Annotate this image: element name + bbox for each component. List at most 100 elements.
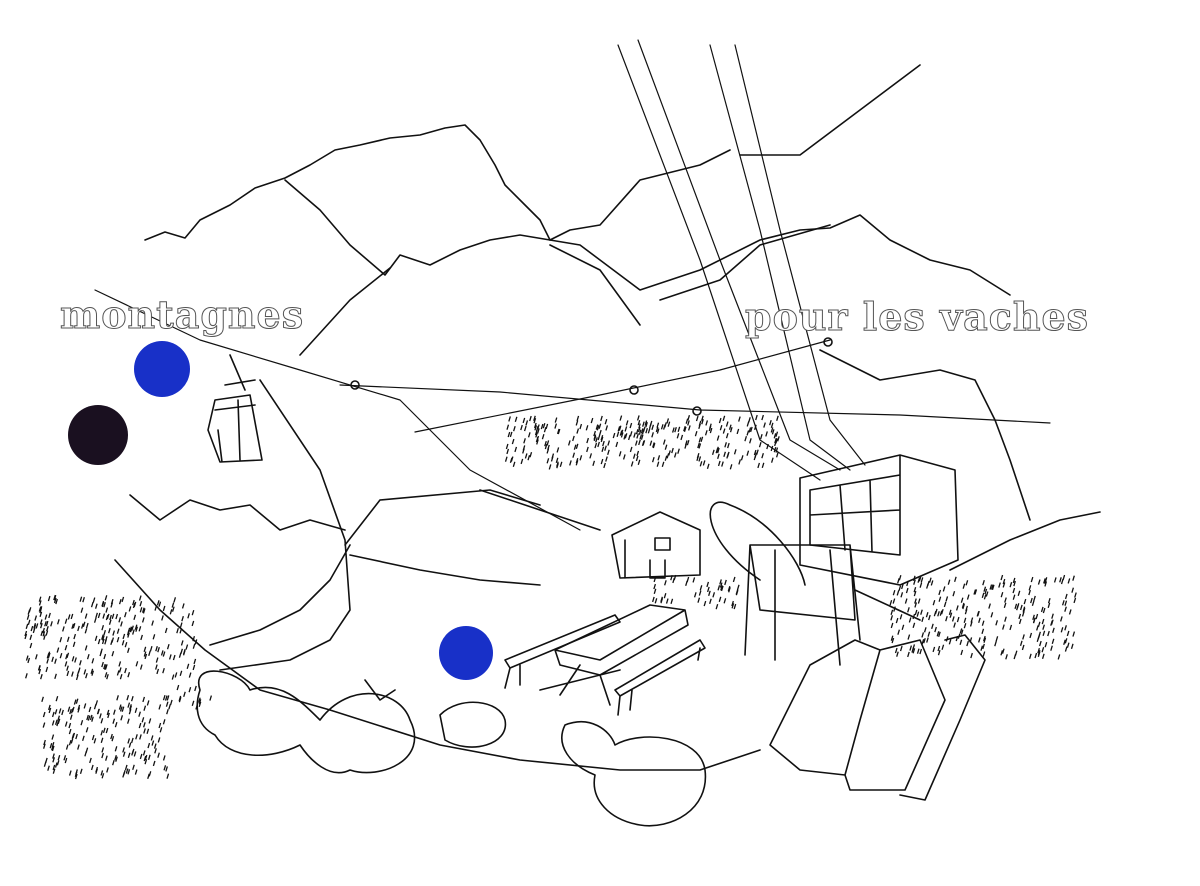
- grass-stroke: [141, 607, 145, 613]
- grass-stroke: [171, 606, 175, 612]
- grass-stroke: [191, 700, 195, 707]
- grass-stroke: [914, 598, 917, 604]
- grass-stroke: [618, 451, 622, 457]
- grass-stroke: [906, 580, 909, 587]
- grass-stroke: [176, 627, 179, 634]
- grass-stroke: [147, 773, 150, 779]
- grass-stroke: [118, 599, 122, 605]
- grass-stroke: [567, 440, 571, 446]
- grass-stroke: [670, 598, 674, 605]
- grass-stroke: [1037, 651, 1041, 657]
- grass-stroke: [529, 451, 533, 458]
- grass-stroke: [158, 601, 162, 607]
- grass-stroke: [180, 648, 183, 654]
- grass-stroke: [723, 598, 727, 604]
- grass-stroke: [696, 455, 700, 462]
- grass-stroke: [969, 637, 973, 643]
- grass-stroke: [101, 635, 105, 641]
- grass-stroke: [654, 598, 658, 604]
- valley-line: [349, 489, 601, 586]
- grass-stroke: [121, 706, 125, 712]
- grass-stroke: [535, 432, 538, 438]
- grass-stroke: [536, 439, 539, 445]
- station-supports: [744, 544, 921, 666]
- grass-stroke: [642, 426, 646, 432]
- grass-stroke: [68, 722, 72, 729]
- grass-stroke: [178, 695, 182, 702]
- grass-stroke: [746, 450, 750, 456]
- grass-stroke: [109, 614, 112, 621]
- grass-stroke: [961, 602, 965, 609]
- grass-stroke: [652, 442, 656, 449]
- grass-stroke: [54, 658, 57, 664]
- grass-stroke: [72, 623, 76, 629]
- grass-stroke: [1051, 613, 1054, 619]
- grass-stroke: [107, 712, 110, 719]
- grass-stroke: [173, 597, 177, 603]
- grass-stroke: [940, 609, 944, 615]
- grass-stroke: [719, 424, 723, 431]
- grass-stroke: [766, 443, 769, 450]
- grass-stroke: [761, 452, 764, 459]
- grass-stroke: [890, 615, 894, 621]
- grass-stroke: [94, 603, 98, 609]
- grass-stroke: [65, 654, 68, 660]
- grass-stroke: [34, 615, 38, 621]
- grass-stroke: [152, 634, 156, 640]
- grass-stroke: [660, 424, 664, 430]
- grass-stroke: [593, 430, 596, 437]
- grass-stroke: [1019, 640, 1023, 647]
- grass-stroke: [980, 645, 984, 651]
- grass-stroke: [725, 421, 729, 427]
- grass-stroke: [52, 757, 56, 763]
- grass-stroke: [660, 598, 664, 604]
- grass-stroke: [656, 461, 660, 467]
- grass-stroke: [901, 624, 905, 631]
- grass-stroke: [1041, 618, 1045, 625]
- grass-stroke: [52, 768, 56, 774]
- grass-stroke: [694, 431, 698, 437]
- grass-stroke: [930, 580, 934, 586]
- grass-stroke: [38, 600, 42, 606]
- grass-stroke: [41, 696, 44, 703]
- grass-stroke: [164, 627, 168, 634]
- grass-stroke: [907, 607, 910, 613]
- grass-stroke: [135, 661, 139, 667]
- grass-stroke: [75, 733, 78, 740]
- grass-stroke: [39, 619, 43, 625]
- grass-stroke: [62, 626, 65, 632]
- grass-stroke: [45, 620, 49, 627]
- grass-stroke: [936, 631, 940, 637]
- grass-stroke: [607, 440, 611, 446]
- grass-stroke: [181, 603, 185, 609]
- grass-stroke: [974, 589, 978, 595]
- grass-stroke: [920, 577, 924, 583]
- grass-stroke: [703, 600, 707, 607]
- grass-stroke: [670, 575, 673, 581]
- grass-stroke: [918, 576, 922, 582]
- grass-stroke: [193, 658, 197, 665]
- grass-stroke: [754, 452, 758, 458]
- grass-stroke: [668, 450, 671, 456]
- grass-stroke: [1018, 613, 1022, 620]
- grass-stroke: [45, 666, 49, 673]
- grass-stroke: [667, 421, 671, 427]
- grass-stroke: [921, 632, 925, 638]
- grass-stroke: [114, 746, 118, 752]
- grass-stroke: [67, 614, 71, 620]
- grass-stroke: [79, 596, 83, 602]
- grass-stroke: [168, 654, 172, 660]
- grass-stroke: [147, 742, 151, 749]
- grass-stroke: [657, 455, 661, 461]
- grass-stroke: [47, 595, 51, 602]
- grass-stroke: [29, 642, 33, 649]
- grass-stroke: [686, 576, 690, 583]
- gondola-cabin: [207, 354, 263, 463]
- grass-stroke: [938, 589, 942, 596]
- grass-stroke: [652, 442, 655, 448]
- grass-stroke: [1014, 603, 1018, 610]
- grass-stroke: [156, 600, 160, 606]
- grass-stroke: [917, 598, 921, 604]
- grass-stroke: [56, 647, 60, 653]
- grass-stroke: [85, 727, 89, 733]
